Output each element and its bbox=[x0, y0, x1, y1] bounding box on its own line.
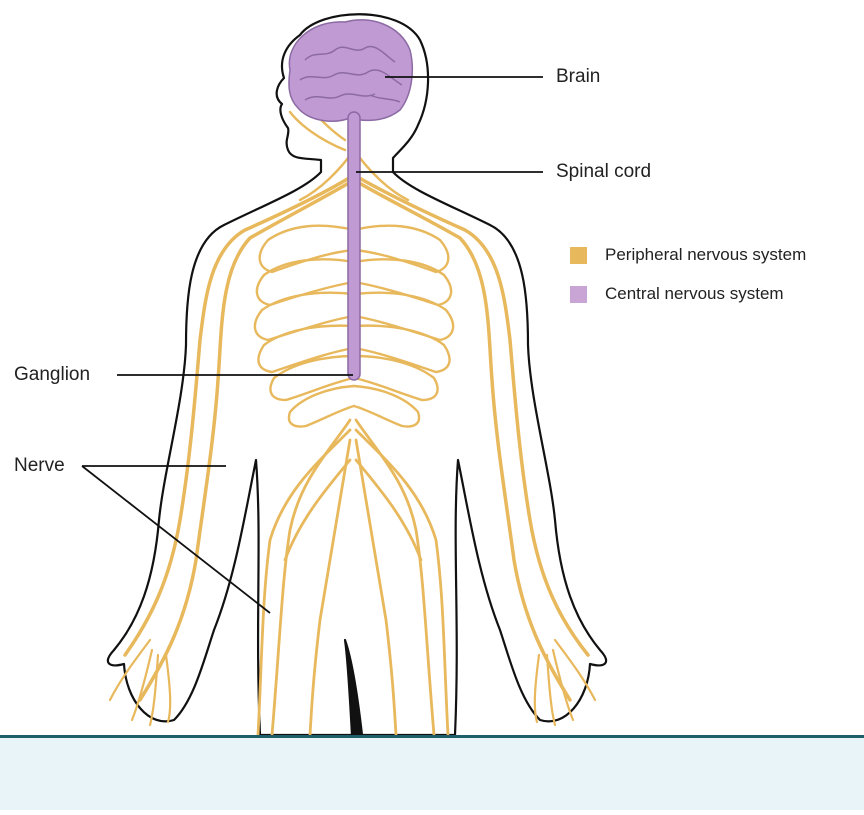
legend-label-peripheral: Peripheral nervous system bbox=[605, 245, 806, 265]
central-swatch bbox=[570, 286, 587, 303]
legend-label-central: Central nervous system bbox=[605, 284, 784, 304]
spinal-cord-label: Spinal cord bbox=[556, 161, 651, 183]
legend-item-peripheral: Peripheral nervous system bbox=[570, 245, 806, 265]
brain-label: Brain bbox=[556, 66, 600, 88]
peripheral-swatch bbox=[570, 247, 587, 264]
footer-band bbox=[0, 735, 864, 810]
nerve-label: Nerve bbox=[14, 455, 65, 477]
ganglion-label: Ganglion bbox=[14, 364, 90, 386]
spinal-cord-shape bbox=[348, 112, 360, 380]
brain-shape bbox=[289, 20, 412, 121]
legend-item-central: Central nervous system bbox=[570, 284, 784, 304]
